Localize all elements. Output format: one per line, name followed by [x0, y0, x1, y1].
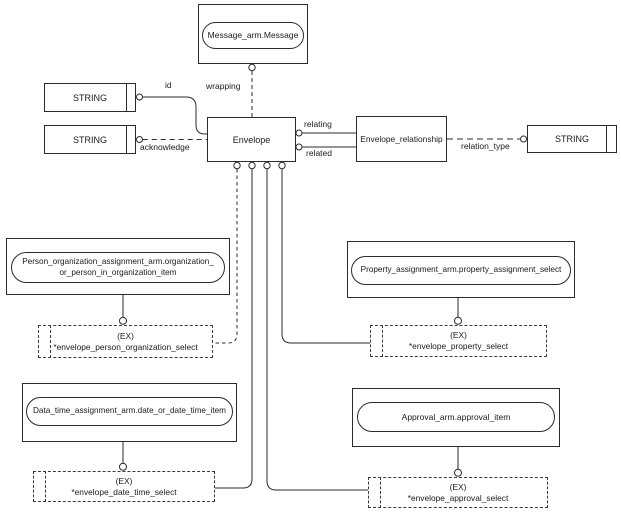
related-edge-label: related [306, 148, 332, 158]
envelope-person-organization-select-node: (EX) *envelope_person_organization_selec… [38, 325, 213, 358]
string-relation-type-label: STRING [554, 134, 589, 144]
envelope-node: Envelope [207, 117, 296, 162]
relation-type-connector-circle [520, 135, 527, 143]
envelope-attr2-circle [248, 161, 256, 170]
envelope-label: Envelope [232, 134, 271, 145]
string-acknowledge-type-bar [126, 125, 127, 154]
approval-item-label: Approval_arm.approval_item [401, 411, 511, 422]
message-label: Message_arm.Message [207, 30, 299, 41]
acknowledge-edge-label: acknowledge [140, 142, 190, 152]
string-id-label: STRING [72, 92, 107, 103]
approval-item-stadium: Approval_arm.approval_item [357, 402, 555, 432]
person-organization-item-label-line2: or_person_in_organization_item [59, 267, 177, 277]
envelope-to-property-select-line [281, 169, 370, 344]
envelope-approval-select-node: (EX) *envelope_approval_select [368, 477, 548, 508]
property-assignment-item-label: Property_assignment_arm.property_assignm… [360, 265, 562, 275]
envelope-property-select-inner-edge [382, 325, 383, 357]
string-acknowledge-label: STRING [72, 134, 107, 145]
envelope-approval-select-inner-edge [380, 477, 381, 508]
envelope-date-time-select-tag: (EX) [115, 475, 133, 486]
envelope-date-time-select-node: (EX) *envelope_date_time_select [33, 471, 215, 502]
envelope-date-time-select-inner-edge [45, 471, 46, 502]
acknowledge-connector-circle [136, 136, 143, 143]
relating-edge-label: relating [304, 119, 332, 129]
property-assignment-item-stadium: Property_assignment_arm.property_assignm… [351, 256, 571, 285]
envelope-attr4-circle [278, 161, 286, 170]
related-connector-circle [295, 143, 303, 151]
message-stadium: Message_arm.Message [202, 22, 304, 49]
envelope-to-person-organization-select-line [213, 169, 238, 344]
envelope-property-select-tag: (EX) [450, 330, 467, 341]
id-edge-label: id [165, 80, 172, 90]
person-organization-item-stadium: Person_organization_assignment_arm.organ… [11, 252, 225, 283]
string-id-node: STRING [44, 83, 136, 112]
id-connector-circle [136, 93, 143, 101]
wrapping-edge-label: wrapping [206, 81, 241, 91]
approval-stub-circle [454, 468, 462, 477]
envelope-person-organization-select-inner-edge [50, 325, 51, 358]
wrapping-connector-circle [248, 63, 256, 72]
date-time-item-label: Data_time_assignment_arm.date_or_date_ti… [33, 406, 226, 416]
envelope-approval-select-label: *envelope_approval_select [407, 492, 509, 503]
envelope-property-select-label: *envelope_property_select [408, 341, 509, 351]
envelope-attr3-circle [263, 161, 271, 170]
envelope-to-approval-select-line [266, 169, 368, 491]
envelope-approval-select-tag: (EX) [449, 481, 467, 492]
person-organization-item-label-line1: Person_organization_assignment_arm.organ… [22, 257, 214, 267]
relation-type-edge-label: relation_type [461, 141, 510, 151]
string-relation-type-node: STRING [527, 125, 617, 153]
envelope-person-organization-select-tag: (EX) [117, 330, 134, 341]
envelope-relationship-node: Envelope_relationship [356, 116, 447, 162]
string-id-type-bar [126, 83, 127, 112]
envelope-attr1-circle [233, 161, 241, 170]
date-time-stub-circle [119, 462, 127, 471]
date-time-item-stadium: Data_time_assignment_arm.date_or_date_ti… [26, 397, 233, 426]
string-acknowledge-node: STRING [44, 125, 136, 154]
property-stub-circle [454, 316, 462, 325]
relating-connector-circle [295, 129, 303, 137]
string-relation-type-type-bar [606, 125, 607, 153]
envelope-property-select-node: (EX) *envelope_property_select [370, 325, 547, 357]
envelope-date-time-select-label: *envelope_date_time_select [71, 486, 177, 497]
id-connector-line [142, 96, 207, 135]
envelope-relationship-label: Envelope_relationship [360, 134, 443, 144]
envelope-person-organization-select-label: *envelope_person_organization_select [53, 341, 198, 352]
person-organization-stub-circle [119, 316, 127, 325]
envelope-to-date-time-select-line [215, 169, 253, 489]
